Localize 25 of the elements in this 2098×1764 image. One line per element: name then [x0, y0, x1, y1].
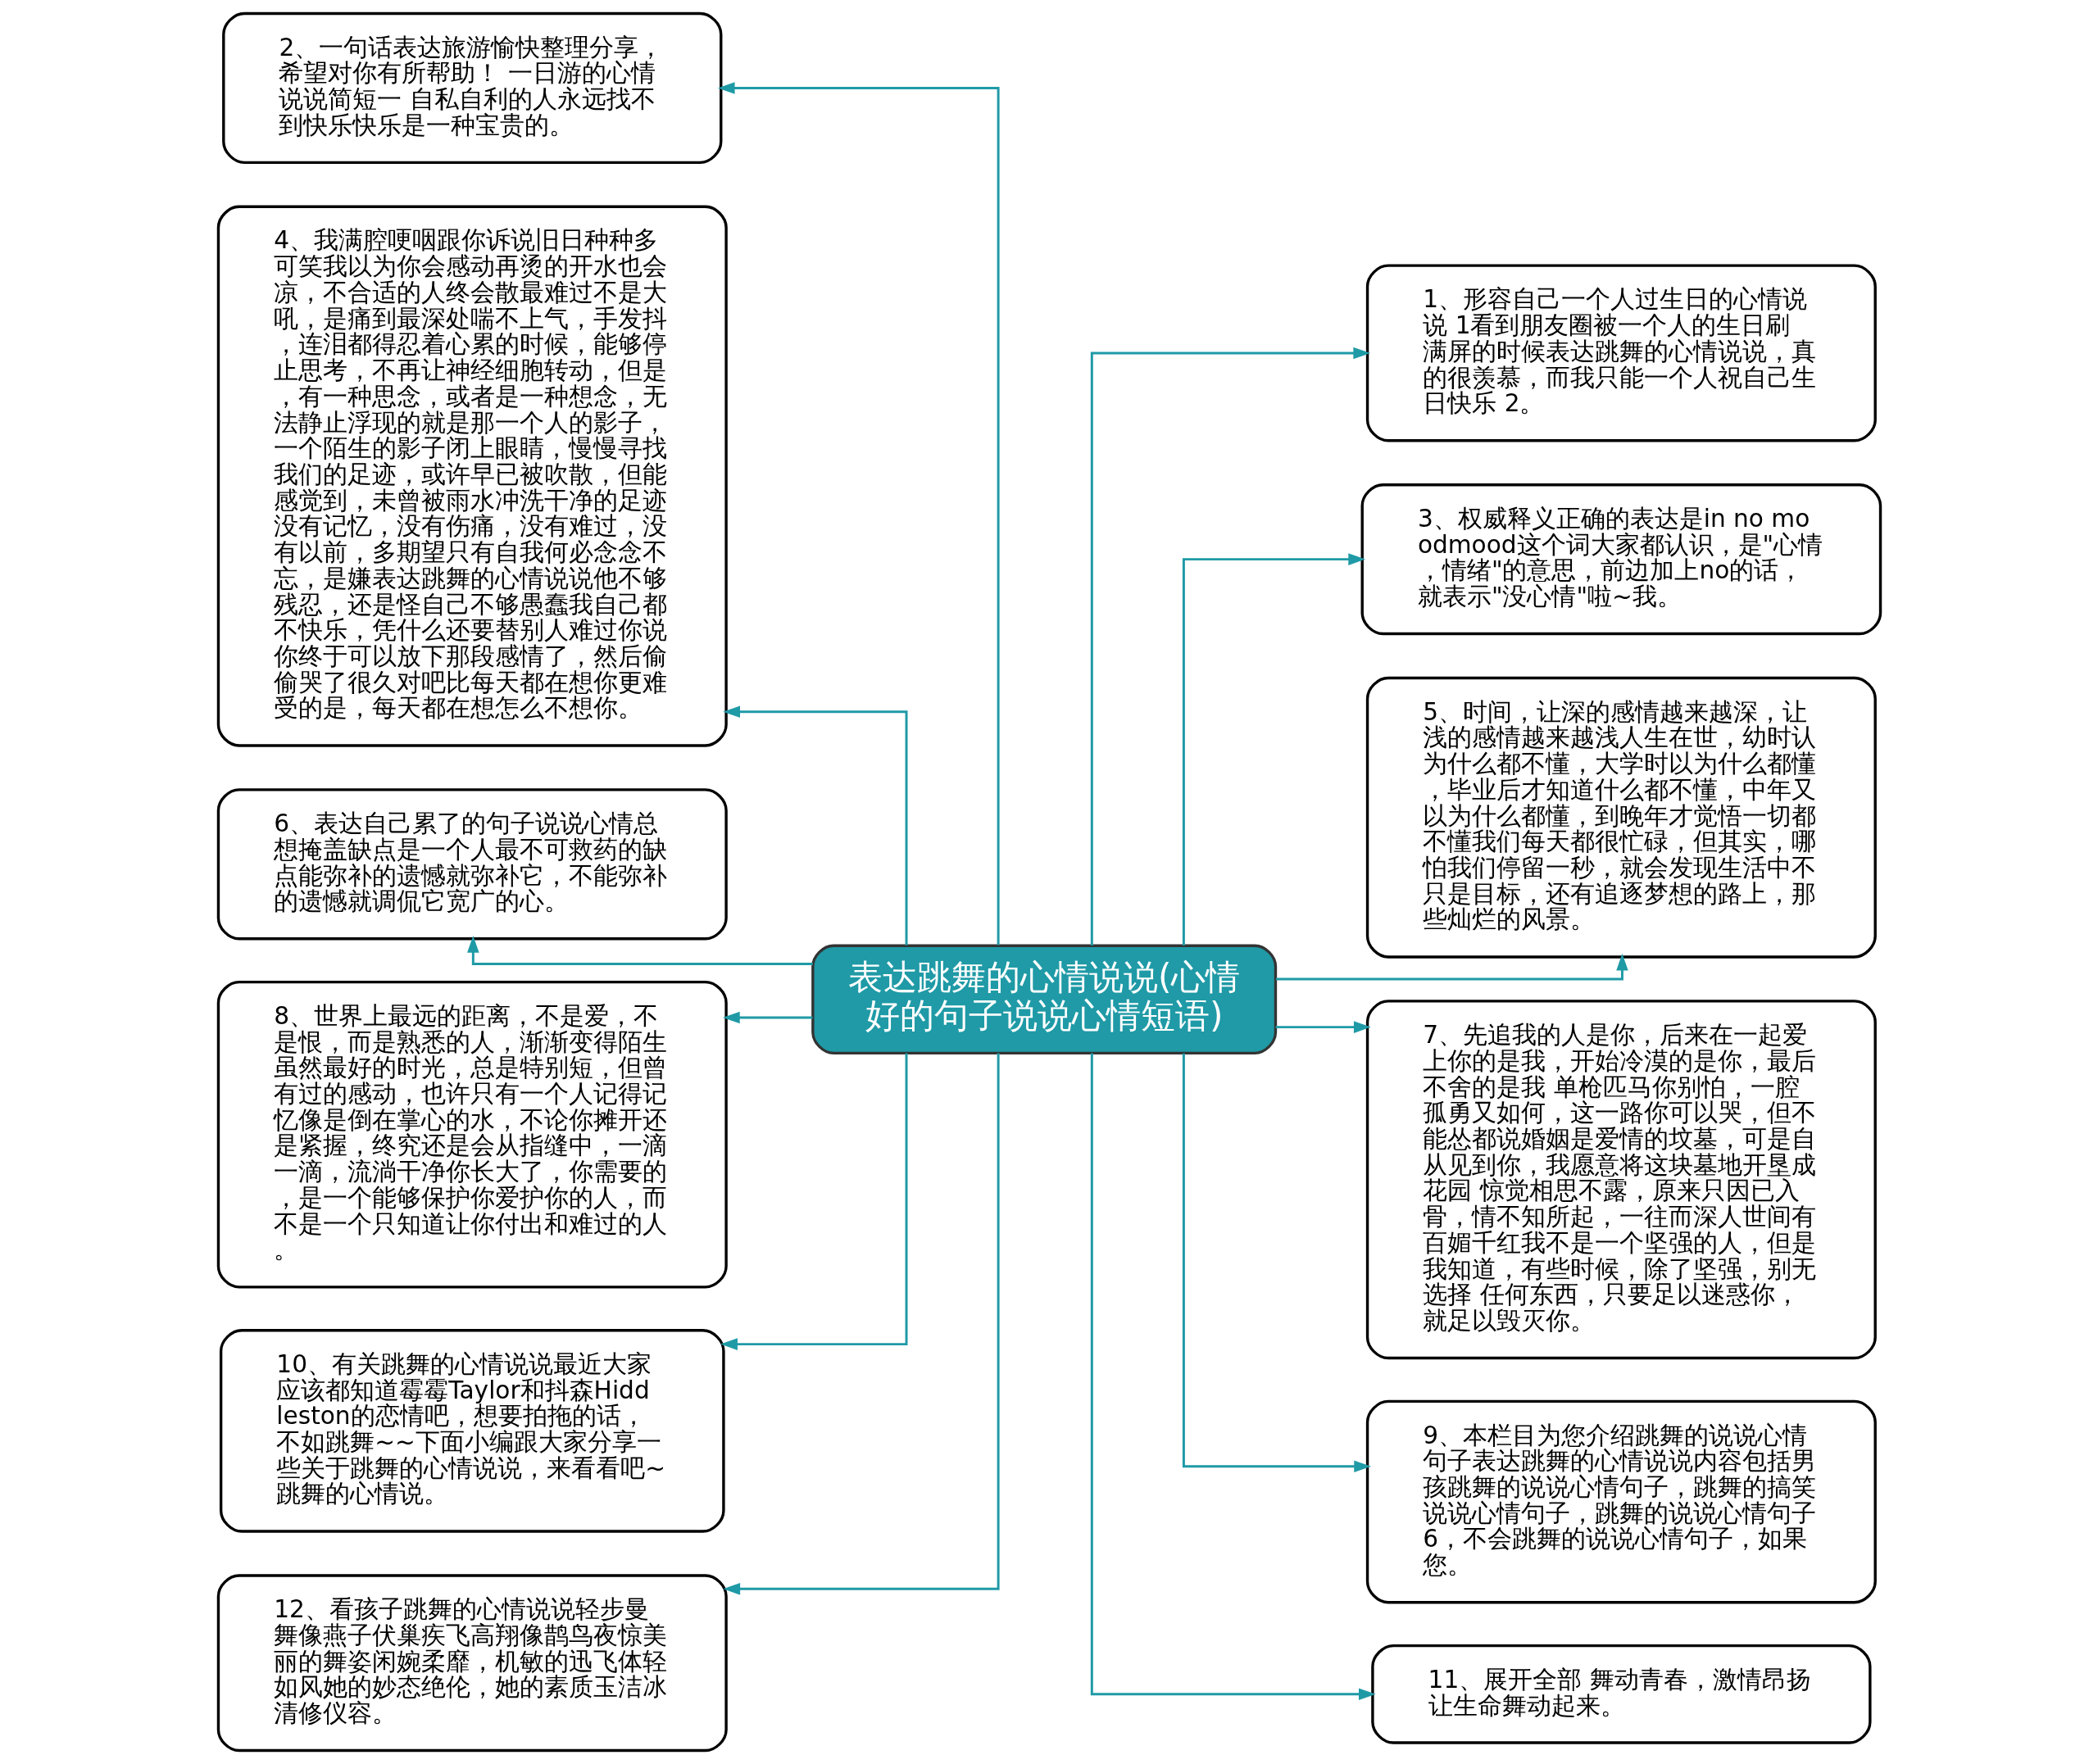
node-box: 4、我满腔哽咽跟你诉说旧日种种多可笑我以为你会感动再烫的开水也会凉，不合适的人终会散最难过不是大吼，是痛到最深处喘不上气，手发抖，连泪都得忍着心累的时候，能够停止思考，不再让神经细胞转动，但是，有一种思念，或者是一种想念，无法静止浮现的就是那一个人的影子，一个陌生的影子闭上眼睛，慢慢寻找我们的足迹，或许早已被吹散，但能感觉到，未曾被雨水冲洗干净的足迹没有记忆，没有伤痛，没有难过，没有以前，多期望只有自我何必念念不忘，是嫌表达跳舞的心情说说他不够残忍，还是怪自己不够愚蠢我自己都不快乐，凭什么还要替别人难过你说你终于可以放下那段感情了，然后偷偷哭了很久对吧比每天都在想你更难受的是，每天都在想怎么不想你。 [216, 205, 728, 747]
arrow [717, 82, 1000, 945]
node-box: 表达跳舞的心情说说(心情好的句子说说心情短语) [811, 944, 1277, 1055]
arrow [1275, 953, 1628, 981]
node-box: 2、一句话表达旅游愉快整理分享，希望对你有所帮助！ 一日游的心情说说简短一 自私自利的人永远找不到快乐快乐是一种宝贵的。 [221, 11, 722, 164]
arrow [1182, 553, 1365, 945]
node-box: 3、权威释义正确的表达是in no moodmood这个词大家都认识，是"心情，情绪"的意思，前边加上no的话，就表示"没心情"啦~我。 [1360, 483, 1882, 636]
arrow [722, 705, 907, 945]
node-box: 6、表达自己累了的句子说说心情总想掩盖缺点是一个人最不可救药的缺点能弥补的遗憾就弥补它，不能弥补的遗憾就调侃它宽广的心。 [216, 788, 728, 941]
node-box: 8、世界上最远的距离，不是爱，不是恨，而是熟悉的人，渐渐变得陌生虽然最好的时光，总是特别短，但曾有过的感动，也许只有一个人记得记忆像是倒在掌心的水，不论你摊开还是紧握，终究还是会从指缝中，一滴一滴，流淌干净你长大了，你需要的，是一个能够保护你爱护你的人，而不是一个只知道让你付出和难过的人。 [216, 980, 728, 1289]
node-box: 9、本栏目为您介绍跳舞的说说心情句子表达跳舞的心情说说内容包括男孩跳舞的说说心情句子，跳舞的搞笑说说心情句子，跳舞的说说心情句子6，不会跳舞的说说心情句子，如果您。 [1365, 1399, 1877, 1604]
arrow [722, 1011, 812, 1024]
node-box: 10、有关跳舞的心情说说最近大家应该都知道霉霉Taylor和抖森Hiddleston的恋情吧，想要拍拖的话，不如跳舞~~下面小编跟大家分享一些关于跳舞的心情说说，来看看吧~跳舞的心情说。 [219, 1329, 725, 1533]
node-box: 5、时间，让深的感情越来越深，让浅的感情越来越浅人生在世，幼时认为什么都不懂，大学时以为什么都懂，毕业后才知道什么都不懂，中年又以为什么都懂，到晚年才觉悟一切都不懂我们每天都很忙碌，但其实，哪怕我们停留一秒，就会发现生活中不只是目标，还有追逐梦想的路上，那些灿烂的风景。 [1365, 676, 1877, 959]
arrow [1090, 1053, 1376, 1701]
node-box: 1、形容自己一个人过生日的心情说说 1看到朋友圈被一个人的生日刷满屏的时候表达跳舞的心情说说，真的很羡慕，而我只能一个人祝自己生日快乐 2。 [1365, 264, 1877, 442]
arrow [720, 1053, 907, 1350]
arrow [1182, 1053, 1371, 1472]
arrow [1090, 347, 1370, 945]
node-box: 12、看孩子跳舞的心情说说轻步曼舞像燕子伏巢疾飞高翔像鹊鸟夜惊美丽的舞姿闲婉柔靡，机敏的迅飞体轻如风她的妙态绝伦，她的素质玉洁冰清修仪容。 [216, 1574, 728, 1753]
arrow [466, 935, 813, 965]
arrow [1275, 1021, 1371, 1033]
node-box: 7、先追我的人是你，后来在一起爱上你的是我，开始冷漠的是你，最后不舍的是我 单枪匹马你别怕，一腔孤勇又如何，这一路你可以哭，但不能怂都说婚姻是爱情的坟墓，可是自从见到你，我愿意将这块墓地开垦成花园 惊觉相思不露，原来只因已入骨，情不知所起，一往而深人世间有百媚千红我不是一个坚强的人，但是我知道，有些时候，除了坚强，别无选择 任何东西，只要足以迷惑你，就足以毁灭你。 [1365, 1000, 1877, 1360]
node-box: 11、展开全部 舞动青春，激情昂扬让生命舞动起来。 [1370, 1644, 1872, 1744]
arrow [722, 1053, 1000, 1595]
